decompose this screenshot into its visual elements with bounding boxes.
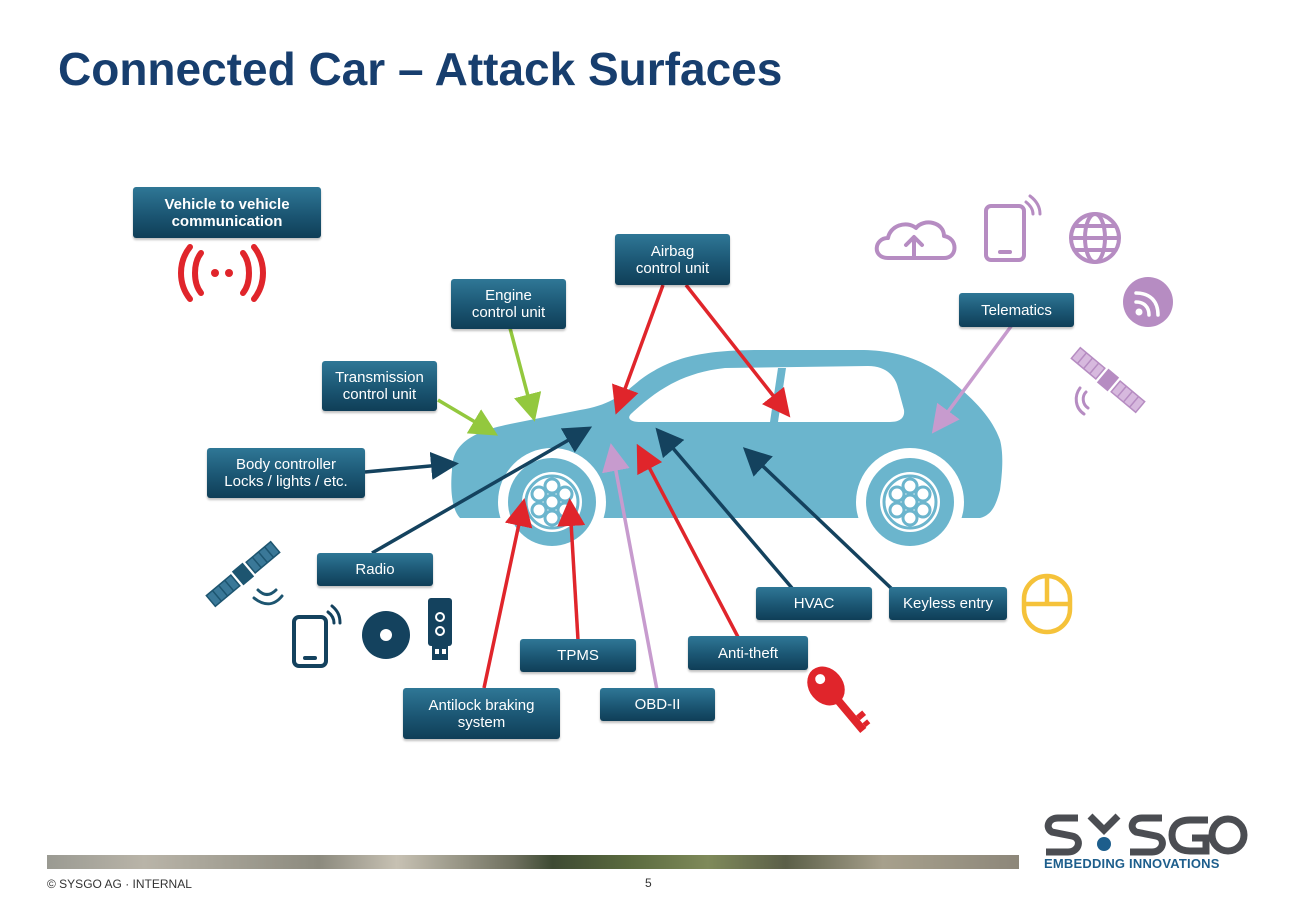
- sysgo-logo: [1044, 813, 1248, 856]
- arrow-body: [364, 451, 459, 480]
- label-obd-ii: OBD-II: [600, 688, 715, 721]
- arrow-keyless: [742, 447, 895, 592]
- front-wheel: [508, 458, 596, 546]
- cloud-upload-icon: [874, 220, 957, 260]
- mouse-icon: [1021, 573, 1073, 635]
- label-keyless-entry: Keyless entry: [889, 587, 1007, 620]
- cd-disc-icon: [362, 611, 410, 659]
- label-body-controller: Body controller Locks / lights / etc.: [207, 448, 365, 498]
- satellite-icon-radio: [205, 540, 281, 608]
- wireless-signal-icon: [178, 244, 266, 302]
- page-title: Connected Car – Attack Surfaces: [58, 43, 783, 95]
- arrows: [364, 283, 1014, 691]
- arrow-abs: [482, 498, 533, 689]
- label-radio: Radio: [317, 553, 433, 586]
- page-number: 5: [645, 876, 652, 890]
- signal-waves-icon-telematics: [1074, 386, 1090, 416]
- globe-icon: [1069, 212, 1121, 264]
- label-hvac: HVAC: [756, 587, 872, 620]
- arrow-airbag-rear: [684, 283, 791, 418]
- signal-waves-icon-radio: [252, 588, 284, 606]
- label-airbag-control-unit: Airbag control unit: [615, 234, 730, 285]
- arrow-antitheft: [636, 443, 740, 638]
- label-antilock-braking-system: Antilock braking system: [403, 688, 560, 739]
- arrow-tpms: [557, 498, 586, 641]
- rss-feed-icon: [1123, 277, 1173, 327]
- smartphone-wifi-icon: [984, 194, 1042, 262]
- label-tpms: TPMS: [520, 639, 636, 672]
- usb-stick-icon: [428, 598, 452, 660]
- arrow-transmission: [437, 398, 499, 436]
- arrow-airbag-front: [612, 284, 665, 415]
- label-transmission-control-unit: Transmission control unit: [322, 361, 437, 411]
- key-icon: [807, 666, 871, 734]
- rear-wheel: [866, 458, 954, 546]
- car-illustration: [451, 350, 1003, 556]
- logo-tagline: EMBEDDING INNOVATIONS: [1044, 856, 1220, 871]
- label-anti-theft: Anti-theft: [688, 636, 808, 670]
- footer-copyright: © SYSGO AG · INTERNAL: [47, 877, 192, 891]
- arrow-engine: [508, 327, 542, 422]
- arrow-telematics: [931, 323, 1014, 434]
- label-vehicle-to-vehicle: Vehicle to vehicle communication: [133, 187, 321, 238]
- arrow-hvac: [655, 427, 794, 590]
- arrow-radio: [371, 426, 593, 555]
- footer-image-strip: [47, 855, 1019, 869]
- arrow-obd: [602, 443, 659, 691]
- label-engine-control-unit: Engine control unit: [451, 279, 566, 329]
- smartphone-icon-radio: [292, 604, 342, 668]
- satellite-icon-telematics: [1070, 346, 1146, 414]
- label-telematics: Telematics: [959, 293, 1074, 327]
